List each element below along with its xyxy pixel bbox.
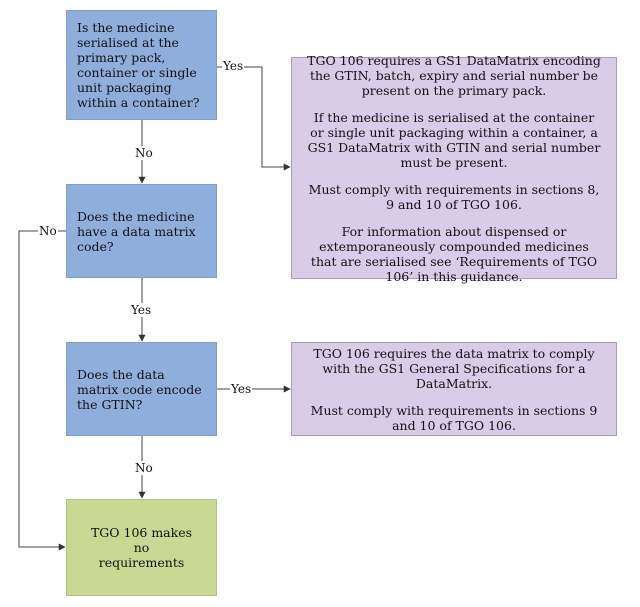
- question-has-data-matrix-text: Does the medicine have a data matrix cod…: [77, 208, 196, 254]
- question-encodes-gtin-text: Does the data matrix code encode the GTI…: [77, 366, 202, 412]
- info-serialised-requirements: TGO 106 requires a GS1 DataMatrix encodi…: [291, 53, 617, 284]
- info-gtin-requirements: TGO 106 requires the data matrix to comp…: [291, 342, 617, 436]
- info1-paragraph-1: TGO 106 requires a GS1 DataMatrix encodi…: [307, 52, 601, 98]
- connector-q2-no: [18, 230, 66, 551]
- label-q2-yes: Yes: [130, 303, 153, 317]
- info1-paragraph-3: Must comply with requirements in section…: [308, 181, 600, 212]
- info2-paragraph-1: TGO 106 requires the data matrix to comp…: [313, 345, 595, 391]
- label-q3-no: No: [134, 461, 154, 475]
- terminal-no-requirements: TGO 106 makes no requirements: [66, 499, 217, 596]
- question-serialised-text: Is the medicine serialised at the primar…: [77, 20, 200, 110]
- question-encodes-gtin: Does the data matrix code encode the GTI…: [66, 342, 217, 436]
- connector-q1-yes: [217, 66, 291, 171]
- info1-paragraph-2: If the medicine is serialised at the con…: [307, 109, 601, 170]
- terminal-no-requirements-text: TGO 106 makes no requirements: [90, 525, 193, 570]
- info1-paragraph-4: For information about dispensed or extem…: [310, 223, 598, 284]
- label-q1-no: No: [134, 146, 154, 160]
- label-q1-yes: Yes: [222, 59, 245, 73]
- question-has-data-matrix: Does the medicine have a data matrix cod…: [66, 184, 217, 278]
- question-serialised: Is the medicine serialised at the primar…: [66, 10, 217, 120]
- label-q3-yes: Yes: [230, 382, 253, 396]
- label-q2-no: No: [38, 224, 58, 238]
- info2-paragraph-2: Must comply with requirements in section…: [310, 402, 598, 433]
